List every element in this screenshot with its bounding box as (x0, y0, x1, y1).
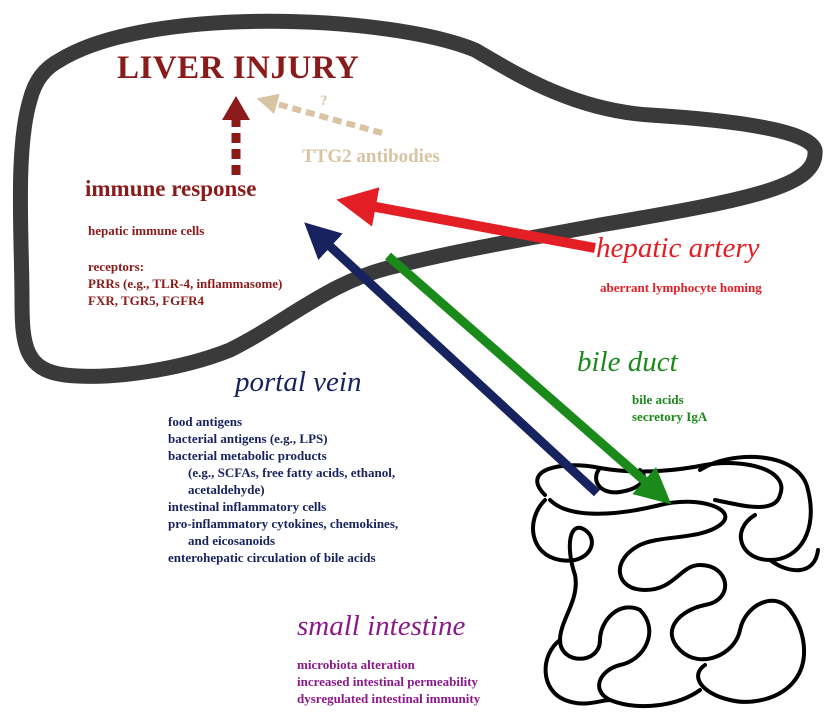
portal-vein-item: (e.g., SCFAs, free fatty acids, ethanol, (168, 464, 398, 481)
bile-duct-item: secretory IgA (632, 408, 707, 425)
receptors-block: receptors: PRRs (e.g., TLR-4, inflammaso… (88, 258, 282, 309)
immune-to-injury-arrowhead (222, 96, 250, 120)
ttg2-question-mark: ? (320, 93, 328, 110)
portal-vein-item: acetaldehyde) (168, 481, 398, 498)
small-intestine-item: increased intestinal permeability (297, 673, 480, 690)
small-intestine-list: microbiota alteration increased intestin… (297, 656, 480, 707)
portal-vein-item: intestinal inflammatory cells (168, 498, 398, 515)
portal-vein-heading: portal vein (235, 366, 361, 399)
hepatic-artery-heading: hepatic artery (596, 232, 759, 265)
ttg2-label: TTG2 antibodies (302, 146, 440, 168)
small-intestine-item: dysregulated intestinal immunity (297, 690, 480, 707)
portal-vein-item: and eicosanoids (168, 532, 398, 549)
bile-duct-heading: bile duct (577, 346, 678, 379)
intestine-illustration (533, 457, 818, 706)
portal-vein-item: bacterial antigens (e.g., LPS) (168, 430, 398, 447)
small-intestine-item: microbiota alteration (297, 656, 480, 673)
immune-response-heading: immune response (85, 176, 256, 202)
portal-vein-item: enterohepatic circulation of bile acids (168, 549, 398, 566)
portal-vein-item: food antigens (168, 413, 398, 430)
hepatic-artery-item: aberrant lymphocyte homing (600, 279, 762, 296)
bile-duct-item: bile acids (632, 391, 707, 408)
bile-duct-list: bile acids secretory IgA (632, 391, 707, 425)
receptors-label: receptors: (88, 258, 282, 275)
portal-vein-item: pro-inflammatory cytokines, chemokines, (168, 515, 398, 532)
receptor-line: PRRs (e.g., TLR-4, inflammasome) (88, 275, 282, 292)
liver-injury-title: LIVER INJURY (117, 50, 359, 87)
portal-vein-list: food antigens bacterial antigens (e.g., … (168, 413, 398, 566)
small-intestine-heading: small intestine (297, 610, 465, 643)
hepatic-immune-cells-text: hepatic immune cells (88, 222, 204, 239)
portal-vein-item: bacterial metabolic products (168, 447, 398, 464)
receptor-line: FXR, TGR5, FGFR4 (88, 292, 282, 309)
